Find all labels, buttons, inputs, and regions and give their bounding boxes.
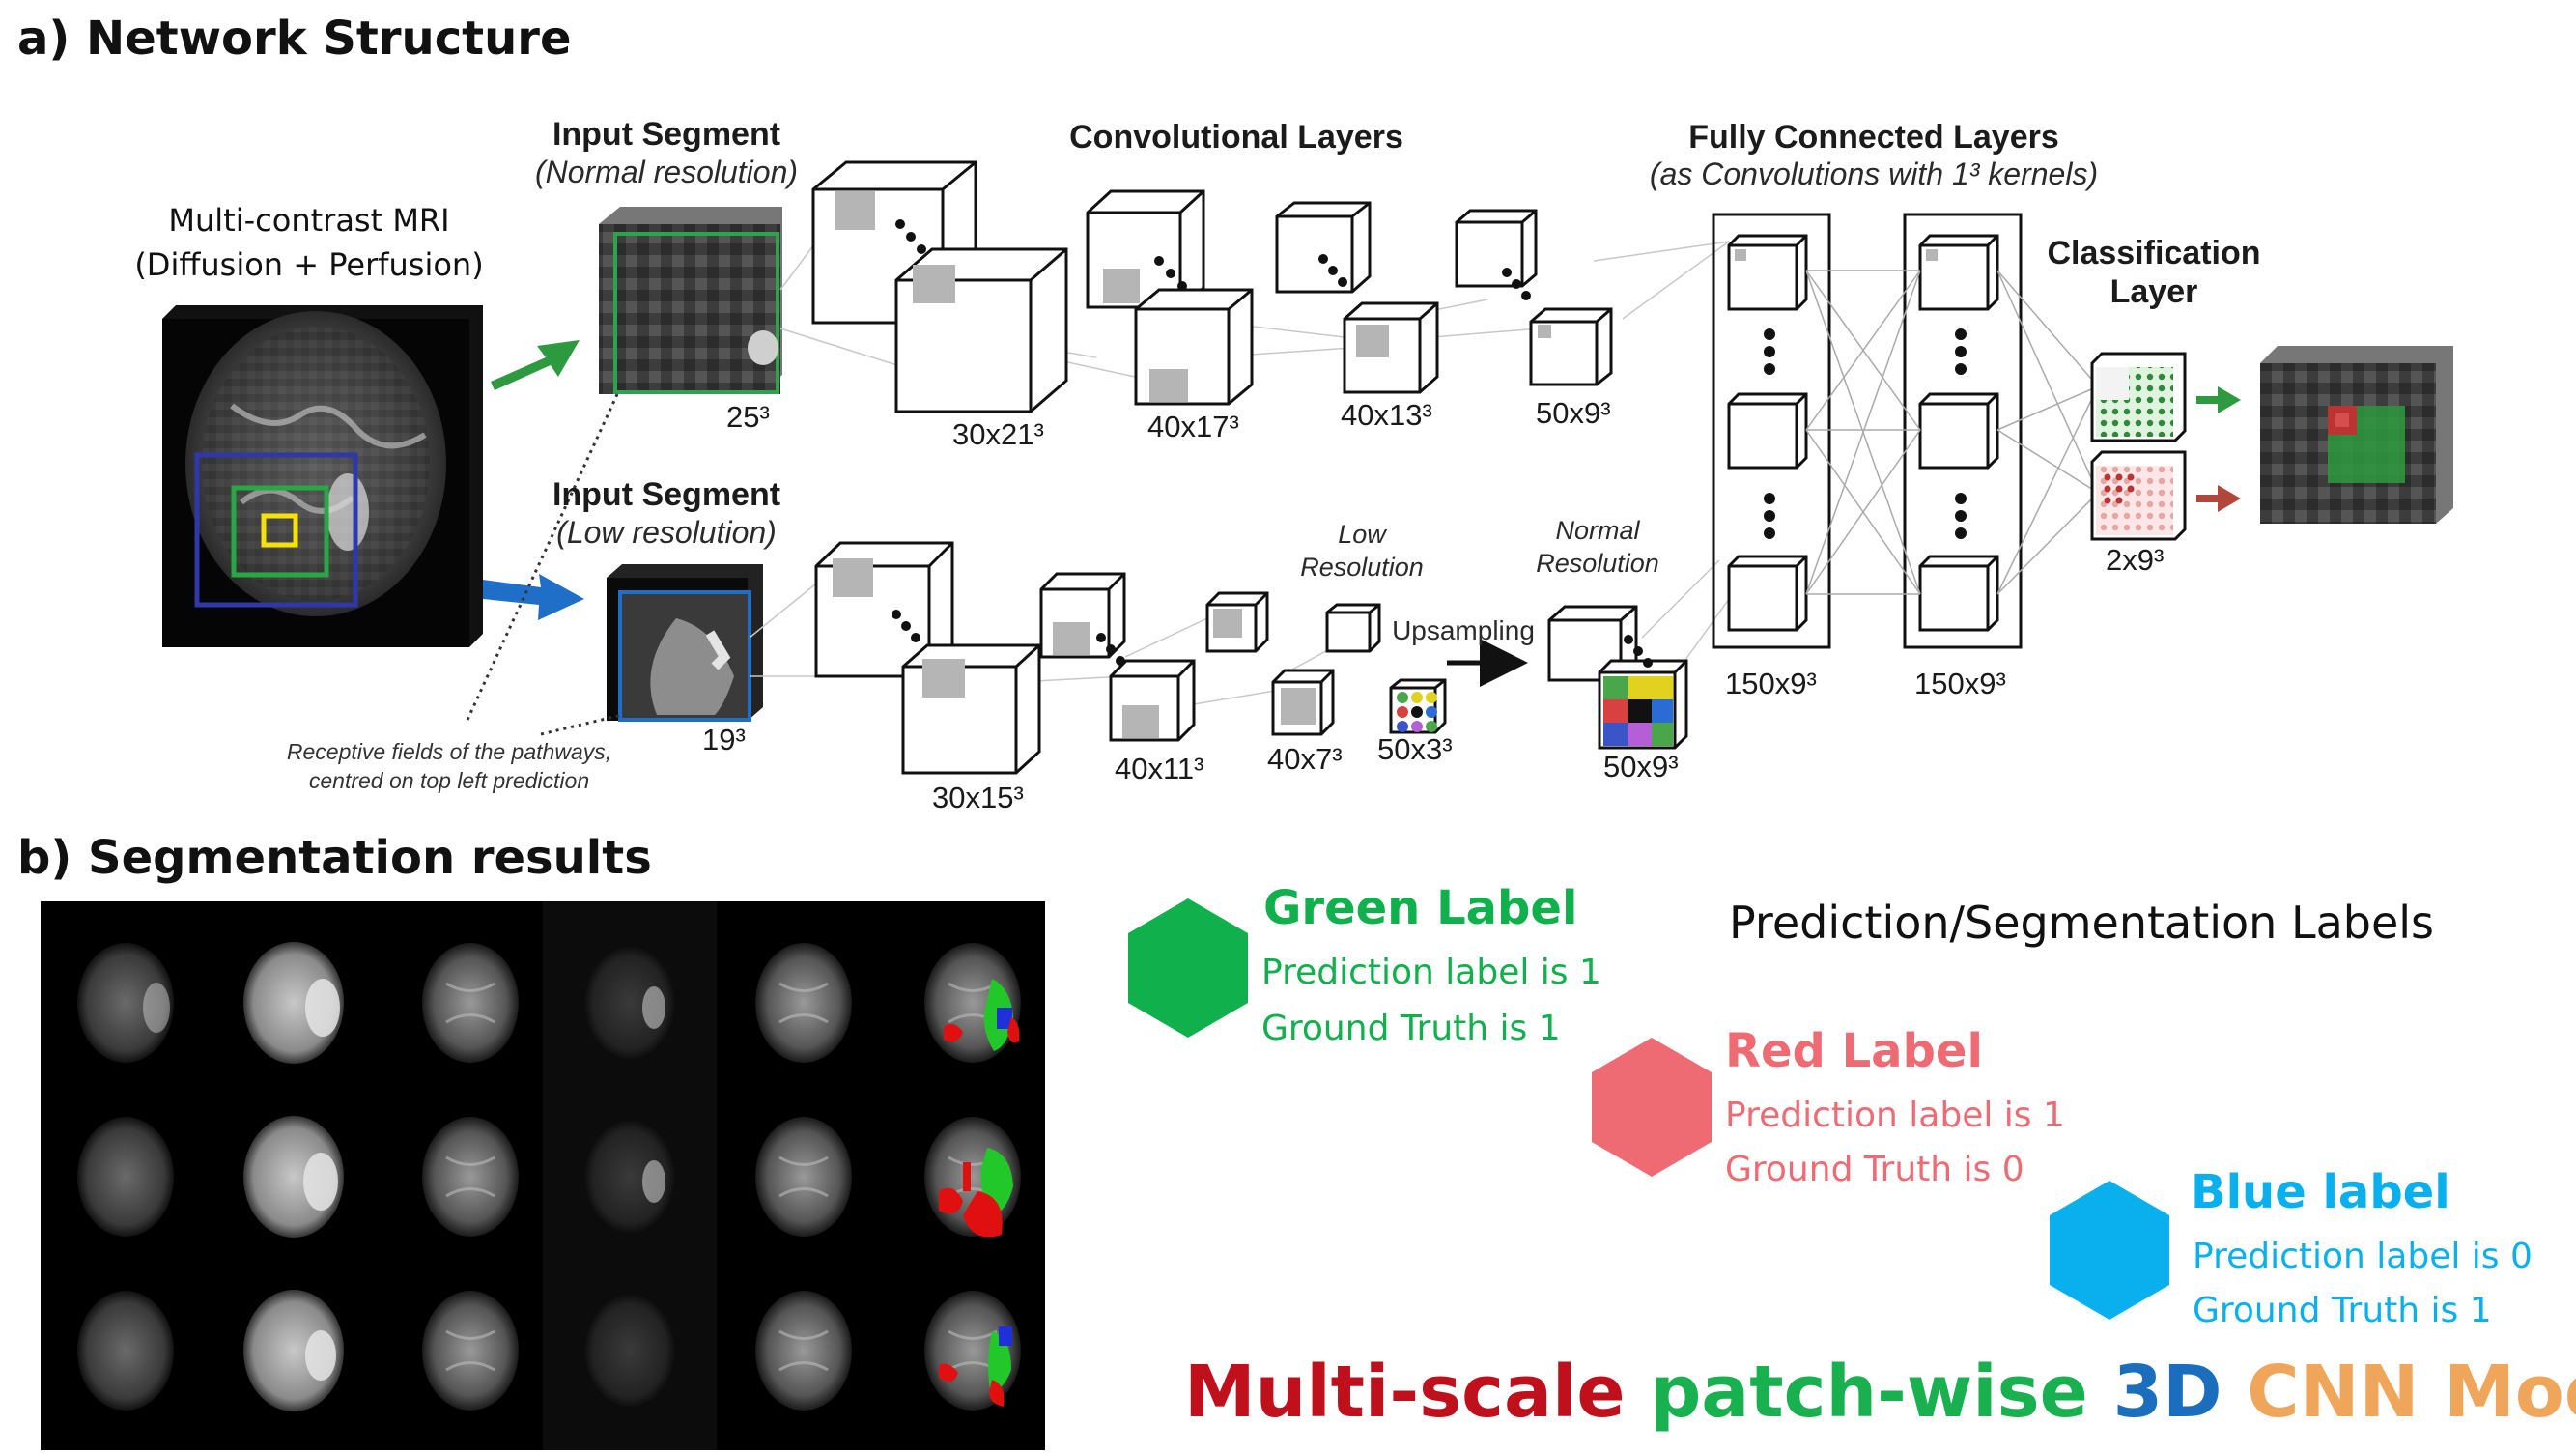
normal-res-label-line1: Normal [1555, 516, 1640, 545]
classification-layer [2090, 352, 2187, 541]
legend-hexagons [1128, 898, 2169, 1320]
upsampling-label: Upsampling [1392, 615, 1535, 645]
blue-label-line1: Prediction label is 0 [2193, 1237, 2533, 1276]
red-label-title: Red Label [1725, 1024, 1983, 1078]
green-label-line2: Ground Truth is 1 [1261, 1009, 1561, 1048]
legend-title: Prediction/Segmentation Labels [1729, 897, 2435, 949]
dim-input-low: 19³ [702, 723, 746, 756]
input-segment-normal [599, 207, 782, 394]
mri-brain-image [162, 305, 483, 647]
model-title: Multi-scale patch-wise 3D CNN Model [1184, 1351, 2576, 1434]
fc-connections [1805, 270, 2099, 595]
output-red-arrow [2196, 485, 2241, 512]
dim-bottom-1: 30x15³ [932, 781, 1024, 814]
red-label-line1: Prediction label is 1 [1725, 1096, 2065, 1135]
receptive-note-line2: centred on top left prediction [308, 768, 590, 793]
model-title-part3: 3D [2112, 1351, 2222, 1434]
blue-label-title: Blue label [2191, 1165, 2450, 1219]
green-label-title: Green Label [1263, 881, 1578, 935]
dim-bottom-upsampled: 50x9³ [1603, 750, 1679, 784]
dim-bottom-3: 40x7³ [1267, 742, 1343, 776]
bottom-ellipsis-dots [892, 610, 1653, 668]
dim-bottom-4: 50x3³ [1377, 732, 1453, 766]
mri-caption: Multi-contrast MRI (Diffusion + Perfusio… [116, 198, 502, 287]
input-normal-subtitle: (Normal resolution) [534, 155, 799, 189]
middle-box [231, 485, 329, 578]
green-label-line1: Prediction label is 1 [1261, 953, 1601, 992]
network-diagram [162, 160, 2453, 775]
outer-box [194, 452, 358, 608]
segmentation-brain-grid [77, 901, 1021, 1450]
bottom-conv-layers [814, 541, 1688, 775]
receptive-field-note: Receptive fields of the pathways, centre… [246, 737, 652, 795]
top-ellipsis-dots [895, 219, 1531, 300]
dim-input-normal: 25³ [726, 400, 770, 434]
mri-caption-line1: Multi-contrast MRI [168, 202, 450, 239]
inner-box [261, 513, 298, 548]
model-title-part2: patch-wise [1650, 1351, 2088, 1434]
blue-label-line2: Ground Truth is 1 [2193, 1291, 2492, 1330]
blue-arrow [483, 574, 584, 620]
fc-vertical-dots [1764, 328, 1967, 539]
low-res-label-line2: Resolution [1300, 553, 1424, 582]
green-arrow [491, 340, 580, 390]
segmentation-overlay-row3 [939, 1326, 1012, 1407]
conv-layers-title: Convolutional Layers [1069, 119, 1403, 156]
output-segmentation [2260, 346, 2453, 524]
mri-caption-line2: (Diffusion + Perfusion) [134, 246, 484, 283]
cls-title-line1: Classification [2047, 235, 2261, 271]
dim-top-4: 50x9³ [1536, 396, 1611, 430]
fully-connected-layers [1712, 213, 2023, 649]
fc-layers-subtitle: (as Convolutions with 1³ kernels) [1649, 157, 2099, 191]
input-normal-title: Input Segment [552, 116, 781, 153]
fc-layers-title: Fully Connected Layers [1688, 119, 2059, 156]
normal-res-label-line2: Resolution [1536, 549, 1659, 578]
segmentation-results-panel [41, 901, 1045, 1450]
blue-hexagon-icon [2050, 1181, 2169, 1320]
dim-classification: 2x9³ [2106, 543, 2165, 577]
receptive-note-line1: Receptive fields of the pathways, [286, 739, 612, 764]
red-label-line2: Ground Truth is 0 [1725, 1150, 2024, 1189]
input-segment-low [607, 564, 763, 722]
dim-fc-2: 150x9³ [1914, 667, 2006, 700]
green-hexagon-icon [1128, 898, 1248, 1038]
section-a-title: a) Network Structure [17, 12, 572, 66]
input-low-subtitle: (Low resolution) [556, 515, 777, 550]
dim-top-2: 40x17³ [1147, 410, 1239, 443]
output-green-arrow [2196, 386, 2241, 413]
dim-top-3: 40x13³ [1341, 398, 1432, 432]
section-b-title: b) Segmentation results [17, 831, 652, 885]
low-res-colored-grid [1397, 692, 1437, 732]
top-conv-layers [811, 160, 1613, 413]
model-title-part4: CNN Model [2247, 1351, 2576, 1434]
low-res-label-line1: Low [1338, 520, 1386, 549]
segmentation-overlay-row1 [944, 979, 1020, 1051]
red-hexagon-icon [1592, 1038, 1712, 1177]
upsampled-colored-grid [1603, 676, 1673, 746]
model-title-part1: Multi-scale [1184, 1351, 1626, 1434]
dim-bottom-2: 40x11³ [1115, 752, 1204, 785]
input-low-title: Input Segment [552, 476, 781, 513]
segmentation-overlay-row2 [939, 1148, 1013, 1238]
dim-fc-1: 150x9³ [1725, 667, 1817, 700]
dim-top-1: 30x21³ [952, 417, 1044, 451]
cls-title-line2: Layer [2109, 273, 2198, 310]
